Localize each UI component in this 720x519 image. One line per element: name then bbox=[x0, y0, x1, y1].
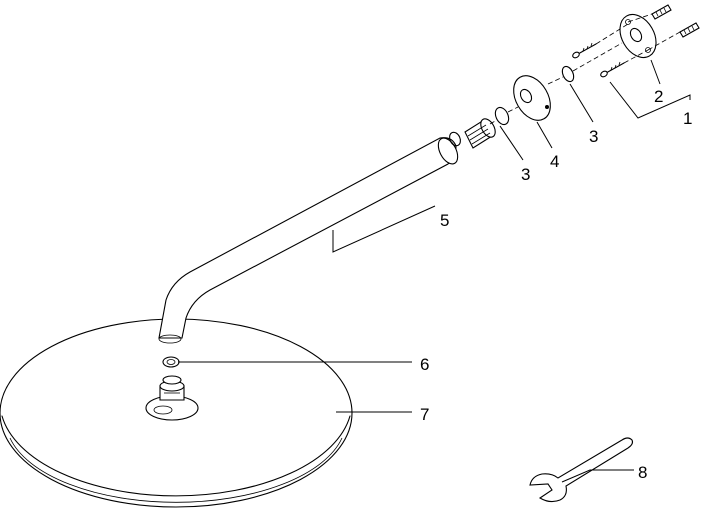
threaded-nipple bbox=[464, 118, 496, 149]
callout-8: 8 bbox=[638, 463, 647, 482]
o-ring-second bbox=[561, 65, 575, 83]
leader-lines bbox=[178, 59, 691, 483]
shower-arm bbox=[158, 137, 459, 344]
callout-6: 6 bbox=[420, 355, 429, 374]
wall-flange bbox=[619, 13, 657, 59]
callout-3a: 3 bbox=[521, 165, 530, 184]
assembly-axes bbox=[489, 13, 681, 125]
seal-washer bbox=[162, 356, 180, 368]
wall-rosette bbox=[513, 75, 551, 121]
callout-7: 7 bbox=[420, 405, 429, 424]
callout-3b: 3 bbox=[589, 127, 598, 146]
callout-4: 4 bbox=[550, 152, 559, 171]
callout-2: 2 bbox=[654, 87, 663, 106]
callout-1: 1 bbox=[683, 109, 692, 128]
o-ring-first bbox=[494, 106, 510, 126]
mounting-screws bbox=[572, 42, 625, 78]
callout-5: 5 bbox=[440, 211, 449, 230]
spanner-wrench bbox=[529, 437, 634, 503]
wall-plugs bbox=[651, 4, 700, 38]
callout-labels: 1 2 3 3 4 5 6 7 8 bbox=[420, 87, 692, 482]
arm-o-ring bbox=[449, 131, 461, 147]
plate-connector bbox=[145, 375, 199, 421]
